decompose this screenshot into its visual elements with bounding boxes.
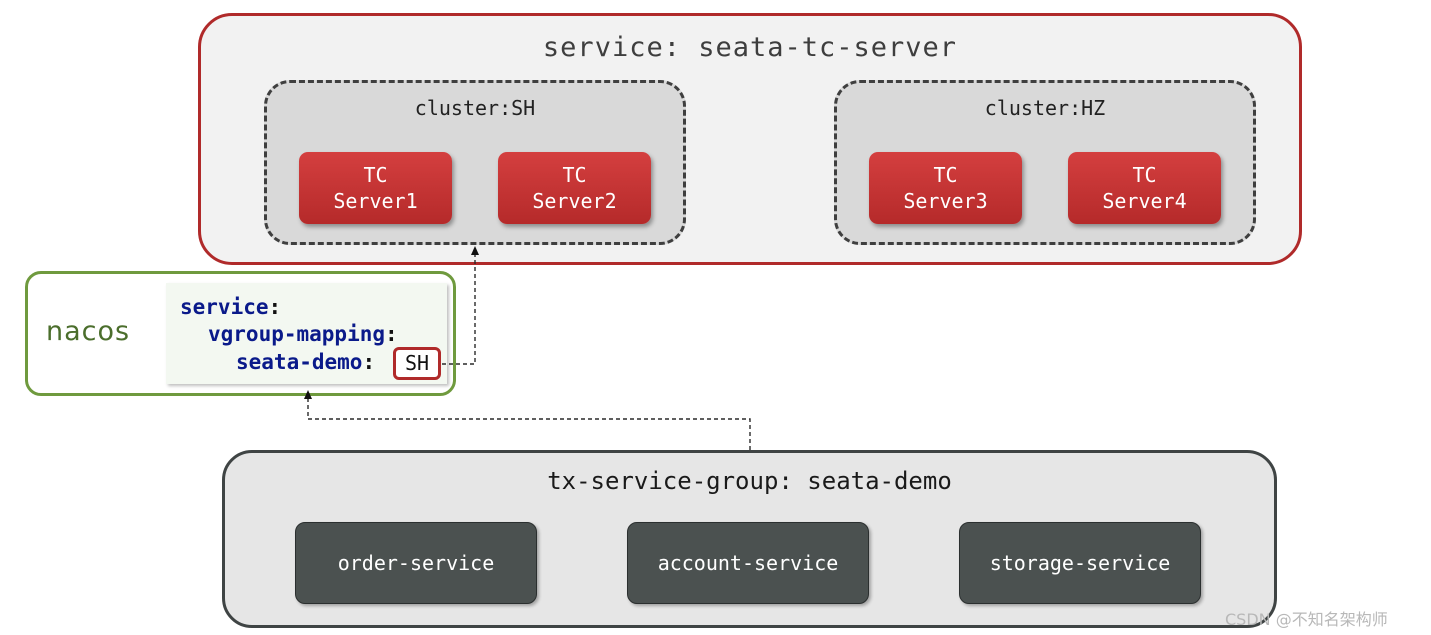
tc-server-3-line2: Server3 <box>903 189 988 213</box>
tc-server-4-line2: Server4 <box>1102 189 1187 213</box>
account-service-node: account-service <box>627 522 869 604</box>
tc-server-1-line1: TC <box>363 163 388 187</box>
tc-server-service-title: service: seata-tc-server <box>542 32 958 63</box>
config-colon: : <box>362 350 376 374</box>
config-key-seata-demo: seata-demo <box>236 350 363 374</box>
config-line-seata-demo: seata-demo: <box>236 350 375 374</box>
tc-server-2-line1: TC <box>562 163 587 187</box>
tc-server-4-line1: TC <box>1132 163 1157 187</box>
tc-server-1-line2: Server1 <box>333 189 418 213</box>
config-line-vgroup-mapping: vgroup-mapping: <box>208 322 398 346</box>
tc-server-2-line2: Server2 <box>532 189 617 213</box>
csdn-watermark: CSDN @不知名架构师 <box>1225 610 1388 629</box>
tc-server-1-node: TC Server1 <box>299 152 452 224</box>
storage-service-node: storage-service <box>959 522 1201 604</box>
tc-server-3-line1: TC <box>933 163 958 187</box>
tc-server-4-node: TC Server4 <box>1068 152 1221 224</box>
cluster-hz-label: cluster:HZ <box>984 96 1106 120</box>
config-line-service: service: <box>180 295 281 319</box>
connector-group-to-nacos <box>307 397 751 450</box>
tx-service-group-title: tx-service-group: seata-demo <box>547 467 952 495</box>
config-value-sh: SH <box>393 347 441 380</box>
config-colon: : <box>385 322 398 346</box>
config-key-service: service <box>180 295 269 319</box>
config-key-vgroup-mapping: vgroup-mapping <box>208 322 386 346</box>
tc-server-3-node: TC Server3 <box>869 152 1022 224</box>
nacos-label: nacos <box>46 316 131 347</box>
tc-server-2-node: TC Server2 <box>498 152 651 224</box>
order-service-node: order-service <box>295 522 537 604</box>
config-colon: : <box>268 295 282 319</box>
cluster-sh-label: cluster:SH <box>414 96 536 120</box>
